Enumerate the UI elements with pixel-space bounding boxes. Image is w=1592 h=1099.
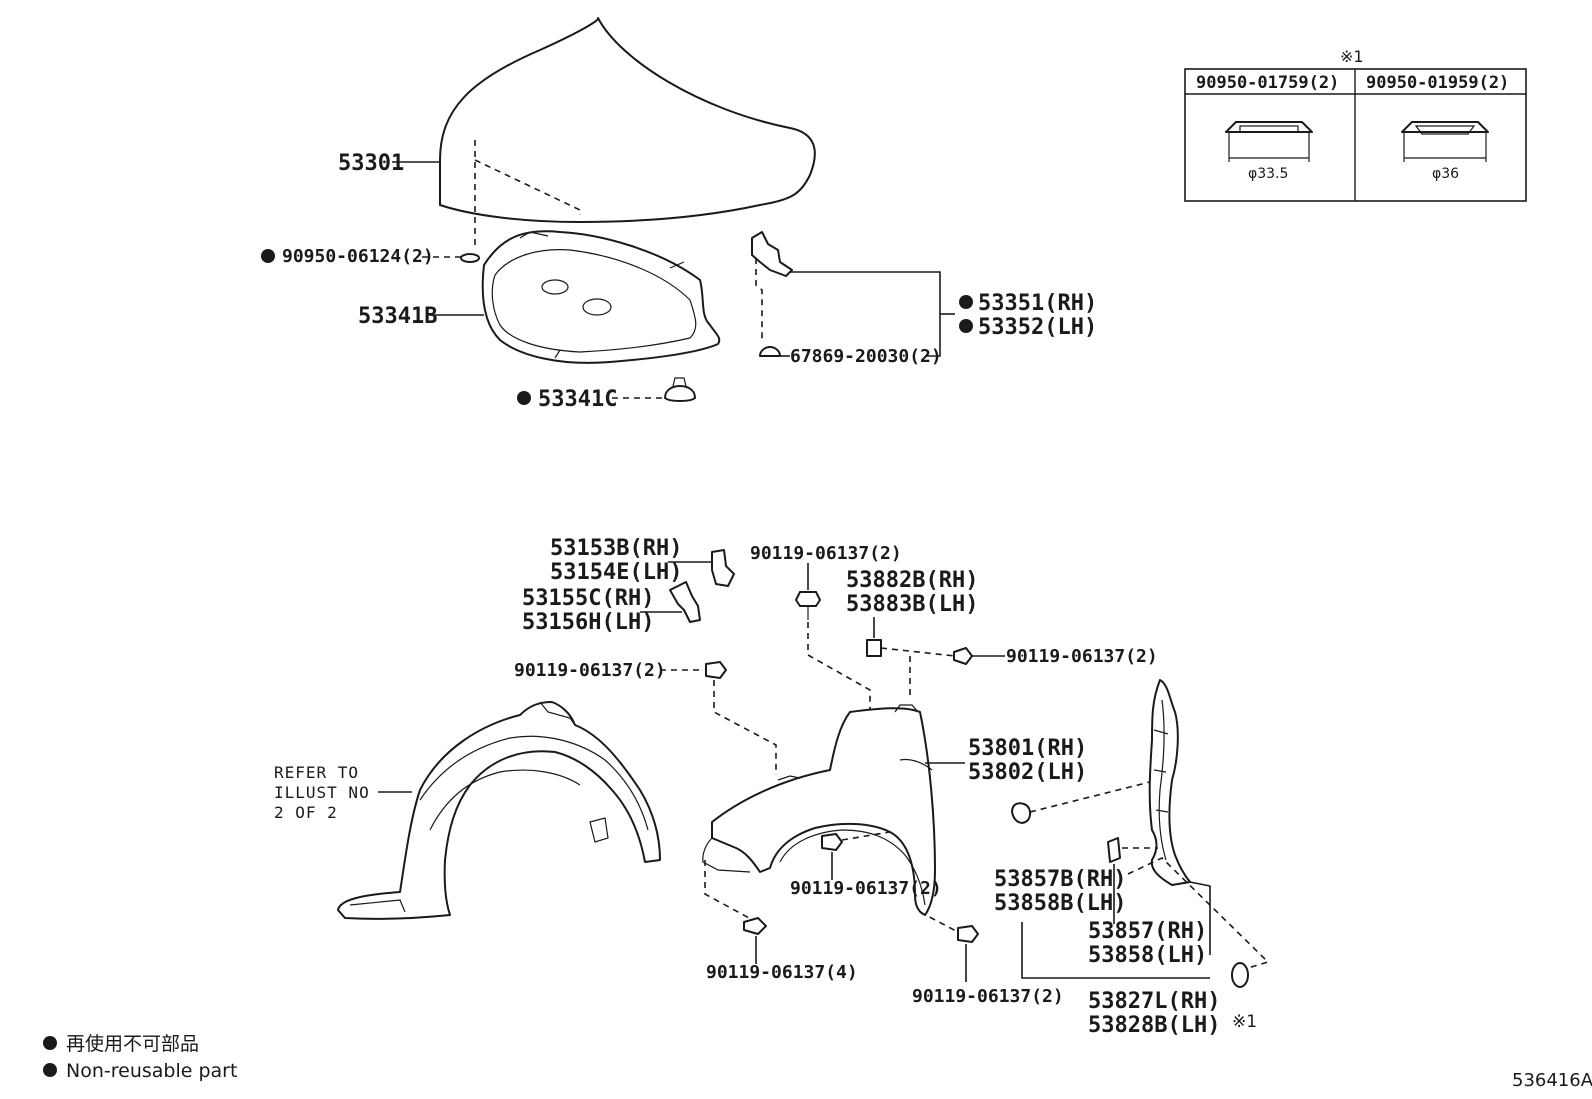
bracket-b-lh-part-number[interactable]: 53156H(LH)	[522, 610, 654, 635]
panel-rh-part-number[interactable]: 53827L(RH)	[1088, 989, 1220, 1014]
refer-line-3: 2 OF 2	[274, 803, 338, 822]
non-reusable-dot	[517, 391, 531, 405]
fender-illustration	[702, 704, 936, 916]
seal-b-lh-part-number[interactable]: 53858(LH)	[1088, 943, 1207, 968]
clip-table-col1-part[interactable]: 90950-01759(2)	[1196, 73, 1339, 93]
illustration-id: 536416A	[1512, 1070, 1592, 1091]
seal-a-icon	[1011, 802, 1032, 824]
refer-line-2: ILLUST NO	[274, 783, 370, 802]
seal-b-icon	[1107, 837, 1121, 863]
bolt-right-part-number[interactable]: 90119-06137(2)	[1006, 646, 1158, 667]
clip-1959-diameter: φ36	[1432, 166, 1459, 182]
seal-a-lh-part-number[interactable]: 53858B(LH)	[994, 891, 1126, 916]
bolt-bottom-left-dashed-path	[704, 860, 761, 925]
clip-table: ※1 90950-01759(2) 90950-01959(2) φ33.5 φ…	[1184, 47, 1527, 202]
hinge-rh-part-number[interactable]: 53351(RH)	[978, 291, 1097, 316]
bolt-bottom-left-icon	[743, 917, 767, 935]
bolt-left-part-number[interactable]: 90119-06137(2)	[514, 660, 666, 681]
non-reusable-dot	[959, 319, 973, 333]
bolt-left-icon	[705, 661, 727, 679]
clip-dashed-path	[1127, 857, 1270, 969]
fender-liner-illustration	[337, 701, 661, 920]
bracket-a-lh-part-number[interactable]: 53154E(LH)	[550, 560, 682, 585]
seal-a-rh-part-number[interactable]: 53857B(RH)	[994, 867, 1126, 892]
side-panel-leader	[1189, 881, 1211, 955]
clip-table-col2-part[interactable]: 90950-01959(2)	[1366, 73, 1509, 93]
insulator-clip-part-number[interactable]: 53341C	[538, 387, 617, 412]
clip-mark-label: ※1	[1232, 1012, 1257, 1032]
panel-lh-part-number[interactable]: 53828B(LH)	[1088, 1013, 1220, 1038]
clip-1959-icon	[1401, 121, 1489, 133]
insulator-part-number[interactable]: 53341B	[358, 304, 437, 329]
hinge-illustration	[751, 231, 793, 340]
bracket-a-icon	[711, 549, 735, 587]
bracket-b-rh-part-number[interactable]: 53155C(RH)	[522, 586, 654, 611]
nut-dashed-path	[880, 647, 956, 657]
seal-b-rh-part-number[interactable]: 53857(RH)	[1088, 919, 1207, 944]
clip-1759-icon	[1225, 121, 1313, 133]
hinge-lh-part-number[interactable]: 53352(LH)	[978, 315, 1097, 340]
hinge-clip-icon	[759, 346, 781, 357]
seal-a-leader	[1021, 922, 1210, 979]
bracket-b-icon	[669, 581, 701, 623]
bolt-bottom-right-dashed-path	[919, 911, 959, 933]
clip-1759-diameter: φ33.5	[1248, 166, 1288, 182]
non-reusable-dot	[43, 1036, 57, 1050]
insulator-clip-icon	[664, 385, 696, 402]
bolt-mid-dashed-path	[841, 831, 891, 841]
bolt-top-icon	[795, 591, 821, 607]
bolt-bottom-right-part-number[interactable]: 90119-06137(2)	[912, 986, 1064, 1007]
hinge-bracket-leader	[790, 271, 941, 357]
legend-en: Non-reusable part	[66, 1060, 237, 1082]
hood-clip-part-number[interactable]: 90950-06124(2)	[282, 246, 434, 267]
legend: 再使用不可部品 Non-reusable part	[43, 1033, 237, 1082]
seal-a-dashed-path	[1029, 781, 1151, 813]
bracket-a-rh-part-number[interactable]: 53153B(RH)	[550, 536, 682, 561]
hood-part-number[interactable]: 53301	[338, 151, 404, 176]
nut-icon	[866, 639, 882, 657]
legend-jp: 再使用不可部品	[66, 1033, 199, 1055]
bolt-mid-part-number[interactable]: 90119-06137(2)	[790, 878, 942, 899]
fender-lh-part-number[interactable]: 53802(LH)	[968, 760, 1087, 785]
insulator-illustration	[481, 230, 721, 364]
bolt-right-icon	[953, 647, 973, 665]
clip-icon	[1231, 962, 1249, 988]
hinge-clip-part-number[interactable]: 67869-20030(2)	[790, 346, 942, 367]
side-panel-illustration	[1148, 679, 1191, 886]
clip-table-mark: ※1	[1340, 47, 1364, 66]
fender-rh-part-number[interactable]: 53801(RH)	[968, 736, 1087, 761]
bolt-bottom-right-icon	[957, 925, 979, 943]
refer-line-1: REFER TO	[274, 763, 359, 782]
bolt-bottom-left-part-number[interactable]: 90119-06137(4)	[706, 962, 858, 983]
non-reusable-dot	[959, 295, 973, 309]
bolt-top-dashed-path	[807, 622, 871, 712]
nut-rh-part-number[interactable]: 53882B(RH)	[846, 568, 978, 593]
hood-illustration	[439, 17, 816, 250]
non-reusable-dot	[43, 1063, 57, 1077]
bolt-mid-icon	[821, 833, 843, 851]
non-reusable-dot	[261, 249, 275, 263]
bolt-left-dashed-path	[713, 680, 777, 775]
bolt-top-part-number[interactable]: 90119-06137(2)	[750, 543, 902, 564]
hood-clip-icon	[460, 253, 480, 263]
nut-lh-part-number[interactable]: 53883B(LH)	[846, 592, 978, 617]
